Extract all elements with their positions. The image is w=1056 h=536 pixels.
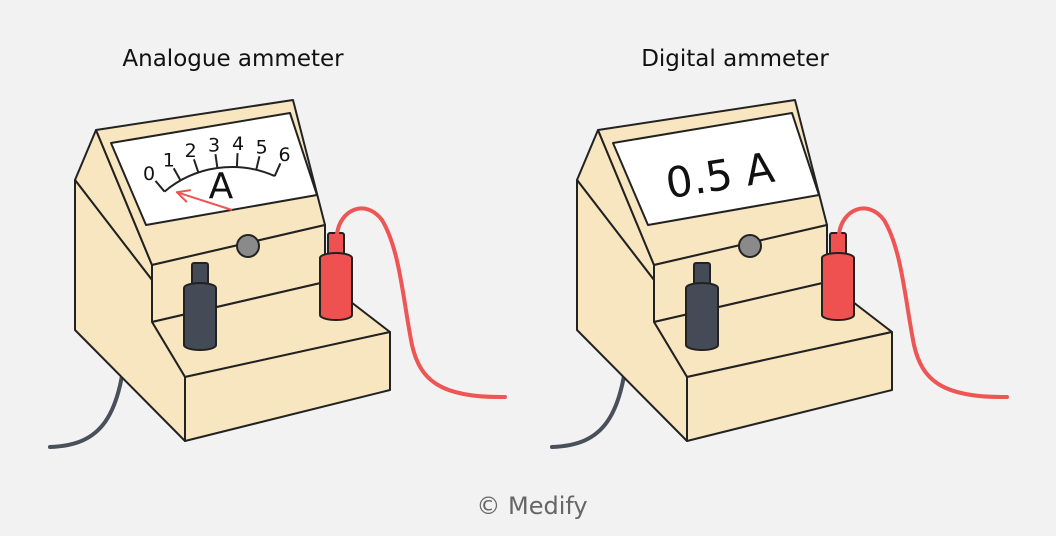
digital-ammeter-title: Digital ammeter [641,46,829,72]
case-front-lower [184,331,391,442]
case-front-lower [686,331,893,442]
scale-label-1: 1 [163,150,175,172]
red-terminal-body [821,252,855,321]
scale-tick-4 [235,153,239,168]
unit-symbol: A [209,166,234,207]
scale-label-0: 0 [143,163,155,185]
scale-label-3: 3 [208,134,220,156]
analogue-ammeter-title: Analogue ammeter [122,46,344,72]
scale-label-2: 2 [185,140,197,162]
scale-tick-2 [192,158,200,173]
digital-display-window [612,112,820,226]
black-terminal-body [183,282,217,351]
digital-ammeter: Digital ammeter 0.5 A [550,46,1009,449]
red-terminal-body [319,252,353,321]
zero-adjust-knob [236,234,260,258]
scale-label-4: 4 [232,133,244,155]
red-terminal [319,232,353,321]
red-terminal [821,232,855,321]
red-lead-wire [335,206,507,400]
scale-tick-3 [214,154,219,169]
black-terminal [183,262,217,351]
scale-tick-6 [273,162,282,177]
analogue-ammeter: Analogue ammeter 0 1 2 3 4 5 6 A [48,46,507,449]
scale-tick-5 [255,155,261,171]
needle [176,191,233,211]
red-lead-wire [837,206,1009,400]
needle-arrowhead [175,189,192,203]
analogue-dial: 0 1 2 3 4 5 6 A [143,133,291,211]
scale-arc [163,166,276,193]
scale-label-5: 5 [256,137,268,159]
copyright-credit: © Medify [476,492,587,520]
scale-label-6: 6 [278,144,290,166]
black-terminal-body [685,282,719,351]
scale-tick-1 [172,167,182,181]
scale-tick-0 [154,180,166,193]
power-knob [738,234,762,258]
black-terminal [685,262,719,351]
